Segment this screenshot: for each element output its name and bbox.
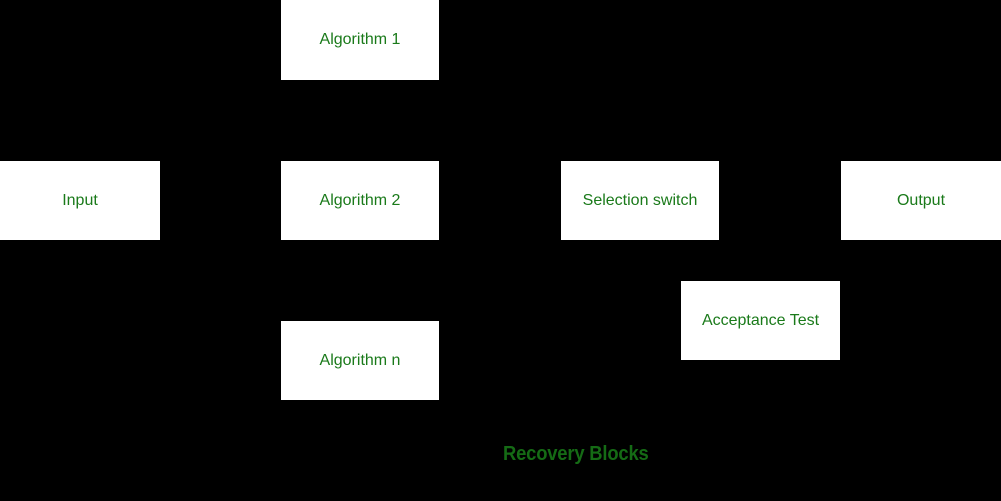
node-label-acceptance-test: Acceptance Test bbox=[701, 311, 820, 329]
node-label-output: Output bbox=[896, 191, 946, 209]
node-label-selection-switch: Selection switch bbox=[582, 191, 698, 209]
node-algorithm-2[interactable]: Algorithm 2 bbox=[281, 161, 439, 240]
node-selection-switch[interactable]: Selection switch bbox=[561, 161, 719, 240]
node-label-input: Input bbox=[62, 191, 98, 209]
node-label-algorithm-n: Algorithm n bbox=[319, 351, 401, 369]
node-algorithm-1[interactable]: Algorithm 1 bbox=[281, 0, 439, 80]
node-output[interactable]: Output bbox=[841, 161, 1001, 240]
node-acceptance-test[interactable]: Acceptance Test bbox=[681, 281, 840, 360]
node-label-algorithm-2: Algorithm 2 bbox=[319, 191, 401, 209]
node-label-algorithm-1: Algorithm 1 bbox=[319, 31, 401, 48]
node-input[interactable]: Input bbox=[0, 161, 160, 240]
node-algorithm-n[interactable]: Algorithm n bbox=[281, 321, 439, 400]
diagram-caption: Recovery Blocks bbox=[503, 443, 649, 465]
